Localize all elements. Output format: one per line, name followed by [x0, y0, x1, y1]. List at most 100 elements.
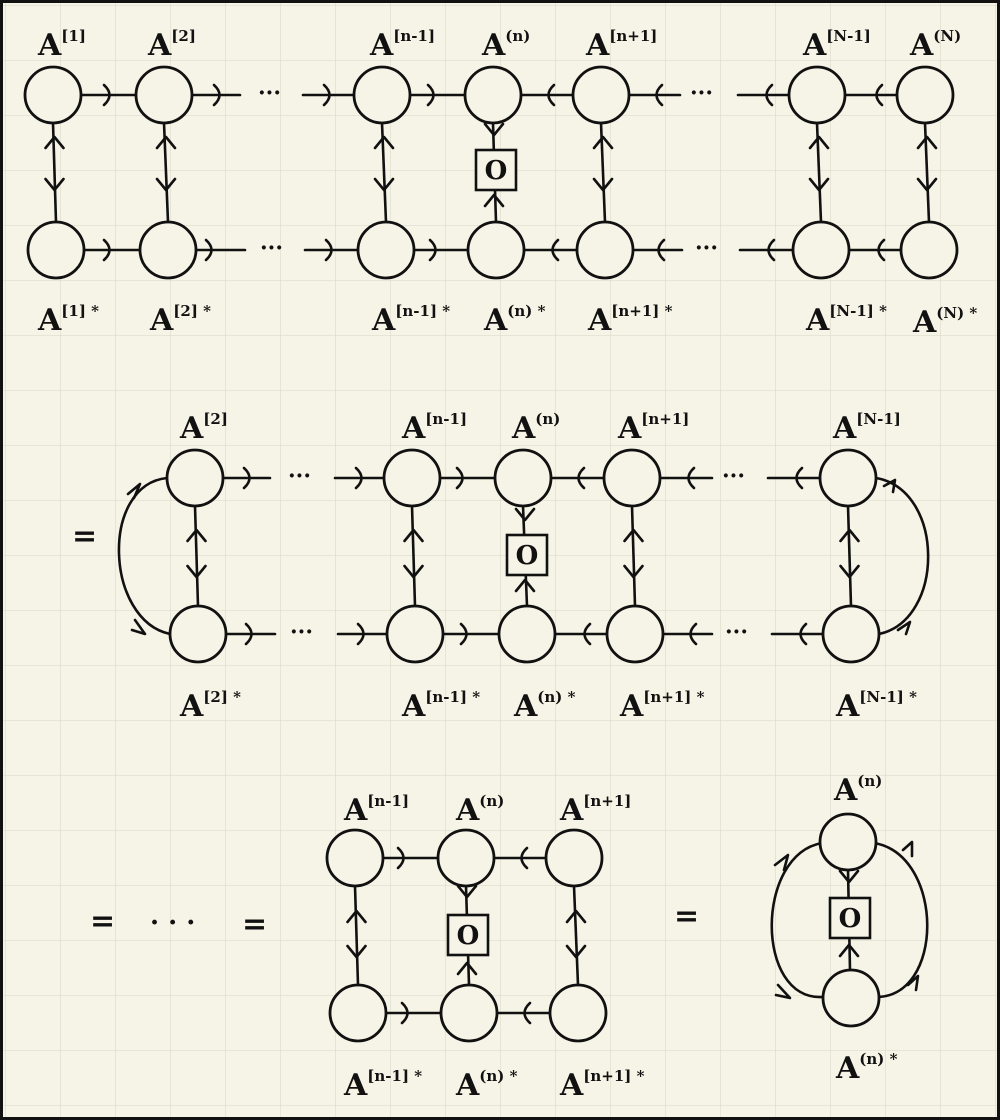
arrowhead	[396, 846, 405, 870]
label-A-n-star: A(n) *	[835, 1050, 898, 1086]
ellipsis: ···	[725, 619, 748, 645]
tensor-node	[791, 220, 851, 280]
arrowhead	[403, 564, 424, 579]
label-A-N-1: A[N-1]	[832, 410, 901, 446]
bond-line	[193, 504, 200, 608]
label-A1-star: A[1] *	[37, 302, 99, 338]
label-A-N-1-star: A[N-1] *	[805, 302, 887, 338]
arrowhead	[459, 622, 468, 646]
label-A-n+1: A[n+1]	[585, 27, 657, 63]
operator-label: O	[485, 156, 508, 186]
arrowhead	[773, 853, 790, 872]
label-A1: A[1]	[37, 27, 86, 63]
label-A-n-1-star: A[n-1] *	[371, 302, 450, 338]
tensor-node	[134, 65, 194, 125]
arrowhead	[877, 238, 886, 262]
equals-sign: =	[72, 519, 97, 554]
arrowhead	[839, 564, 860, 579]
equals-sign: =	[90, 904, 115, 939]
tensor-node	[436, 828, 496, 888]
label-A-n+1-star: A[n+1] *	[619, 688, 705, 724]
tensor-node	[466, 220, 526, 280]
arrowhead	[882, 478, 897, 494]
arrowhead	[838, 943, 860, 958]
ellipsis: ···	[288, 463, 311, 489]
arrowhead	[155, 135, 177, 150]
tensor-node	[787, 65, 847, 125]
arrowhead	[689, 622, 698, 646]
operator-label: O	[457, 921, 480, 951]
arrowhead	[212, 83, 221, 107]
arrowhead	[346, 909, 367, 924]
arrowhead	[456, 884, 478, 899]
label-A-n: A(n)	[511, 410, 560, 446]
arrowhead	[916, 135, 938, 150]
arrowhead	[875, 83, 884, 107]
arrowhead	[577, 466, 586, 490]
arrowhead	[583, 622, 592, 646]
arrowhead	[547, 83, 556, 107]
label-A2-star: A[2] *	[149, 302, 211, 338]
arrowhead	[130, 618, 147, 636]
arrowhead	[102, 83, 111, 107]
tensor-node	[544, 828, 604, 888]
tensor-node	[439, 983, 499, 1043]
arrowhead	[204, 238, 213, 262]
arrowhead	[592, 177, 614, 192]
operator-box	[446, 913, 490, 957]
contraction-loop	[117, 476, 172, 636]
label-A2: A[2]	[147, 27, 196, 63]
arrowhead	[839, 528, 860, 543]
label-A-N-1: A[N-1]	[802, 27, 871, 63]
arrowhead	[44, 135, 65, 150]
label-A2-star: A[2] *	[179, 688, 241, 724]
arrowhead	[799, 622, 808, 646]
ellipsis: ···	[260, 235, 283, 261]
tensor-node	[571, 65, 631, 125]
label-A-n-1: A[n-1]	[401, 410, 467, 446]
arrowhead	[322, 83, 331, 107]
label-A-n-1-star: A[n-1] *	[401, 688, 480, 724]
tensor-node	[138, 220, 198, 280]
bond-line	[410, 504, 417, 608]
arrowhead	[795, 466, 804, 490]
arrowhead	[657, 238, 666, 262]
label-A-n: A(n)	[833, 772, 882, 808]
tensor-node	[463, 65, 523, 125]
arrowhead	[155, 177, 177, 192]
operator-box	[828, 896, 872, 940]
arrowhead	[767, 238, 776, 262]
operator-label: O	[839, 904, 862, 934]
equals-sign: =	[242, 907, 267, 942]
tensor-node	[356, 220, 416, 280]
arrowhead	[514, 578, 536, 593]
arrowhead	[324, 238, 333, 262]
arrowhead	[896, 620, 912, 636]
tensor-node	[382, 448, 442, 508]
arrowhead	[838, 869, 860, 884]
arrowhead	[244, 622, 253, 646]
tensor-node	[493, 448, 553, 508]
arrowhead	[426, 83, 435, 107]
label-A-n-1: A[n-1]	[369, 27, 435, 63]
arrowhead	[346, 944, 367, 959]
tensor-node	[548, 983, 608, 1043]
bond-line	[353, 884, 360, 987]
arrowhead	[906, 974, 920, 992]
arrowhead	[186, 528, 207, 543]
arrowhead	[428, 238, 437, 262]
tensor-node	[385, 604, 445, 664]
label-A-n+1-star: A[n+1] *	[559, 1067, 645, 1103]
arrowhead	[373, 135, 395, 150]
arrowhead	[520, 846, 529, 870]
tensor-node	[605, 604, 665, 664]
tensor-node	[328, 983, 388, 1043]
arrowhead	[373, 177, 395, 192]
label-A-n-star: A(n) *	[483, 302, 546, 338]
arrowhead	[623, 564, 644, 579]
arrowhead	[916, 177, 938, 192]
label-A-N-1-star: A[N-1] *	[835, 688, 917, 724]
tensor-node	[168, 604, 228, 664]
equals-sign: =	[674, 899, 699, 934]
tensor-node	[23, 65, 83, 125]
